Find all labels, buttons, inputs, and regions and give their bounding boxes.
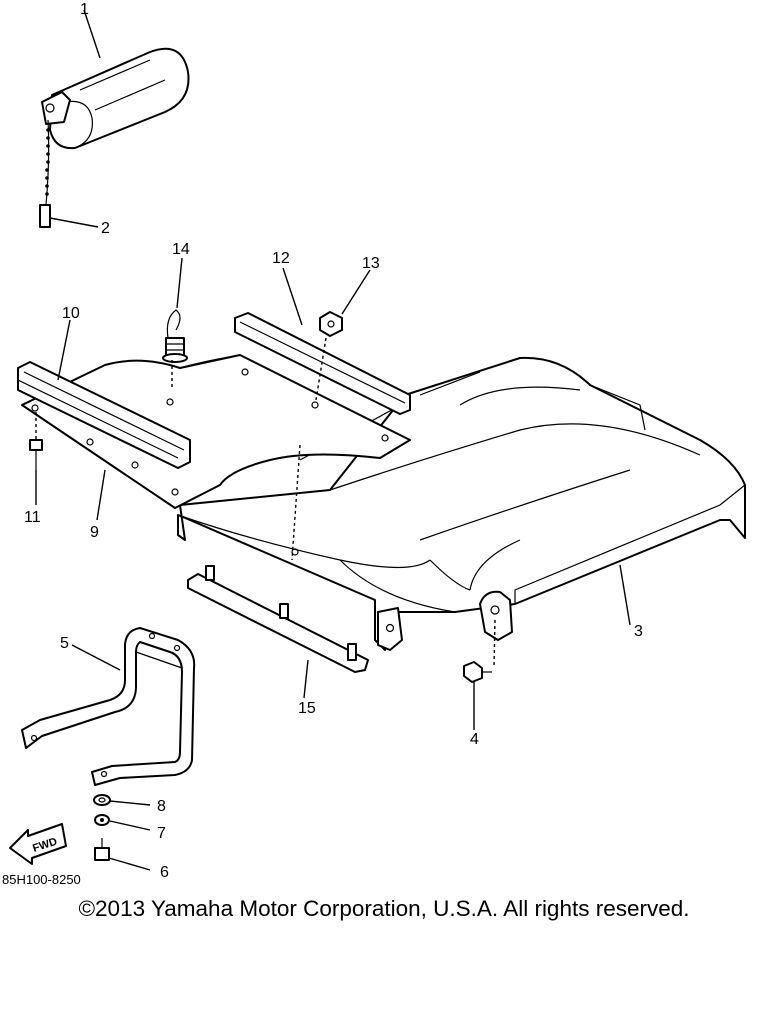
callout-7: 7 <box>157 825 166 842</box>
callout-14: 14 <box>172 241 190 258</box>
callout-6: 6 <box>160 864 169 881</box>
part-6-bolt <box>94 838 110 861</box>
leader-lines <box>35 9 631 871</box>
part-10-rail <box>17 361 191 469</box>
part-1-cover <box>41 47 190 206</box>
callout-2: 2 <box>101 220 110 237</box>
callout-1: 1 <box>80 1 89 18</box>
part-7-nut <box>94 814 110 826</box>
callout-9: 9 <box>90 524 99 541</box>
part-5-bracket <box>21 627 196 786</box>
diagram-code: 85H100-8250 <box>2 872 81 887</box>
forward-arrow-icon: FWD <box>9 823 67 865</box>
part-15-strip <box>187 565 369 673</box>
part-13-nut <box>319 311 343 337</box>
part-3-body <box>177 356 746 651</box>
part-8-washer <box>93 794 111 806</box>
copyright-notice: ©2013 Yamaha Motor Corporation, U.S.A. A… <box>78 896 690 921</box>
callout-13: 13 <box>362 255 380 272</box>
part-4-bolt <box>463 661 492 683</box>
callout-15: 15 <box>298 700 316 717</box>
callout-3: 3 <box>634 623 643 640</box>
part-2-tag <box>39 204 51 228</box>
part-9-plate <box>21 354 411 556</box>
callout-5: 5 <box>60 635 69 652</box>
callout-11: 11 <box>24 509 41 526</box>
part-11-screw <box>29 439 43 470</box>
callout-8: 8 <box>157 798 166 815</box>
callout-10: 10 <box>62 305 80 322</box>
part-14-clip <box>162 309 188 363</box>
parts-diagram: FWD 1 2 3 4 5 6 7 8 9 10 11 12 13 14 15 … <box>2 1 746 887</box>
callout-12: 12 <box>272 250 290 267</box>
callout-4: 4 <box>470 731 479 748</box>
